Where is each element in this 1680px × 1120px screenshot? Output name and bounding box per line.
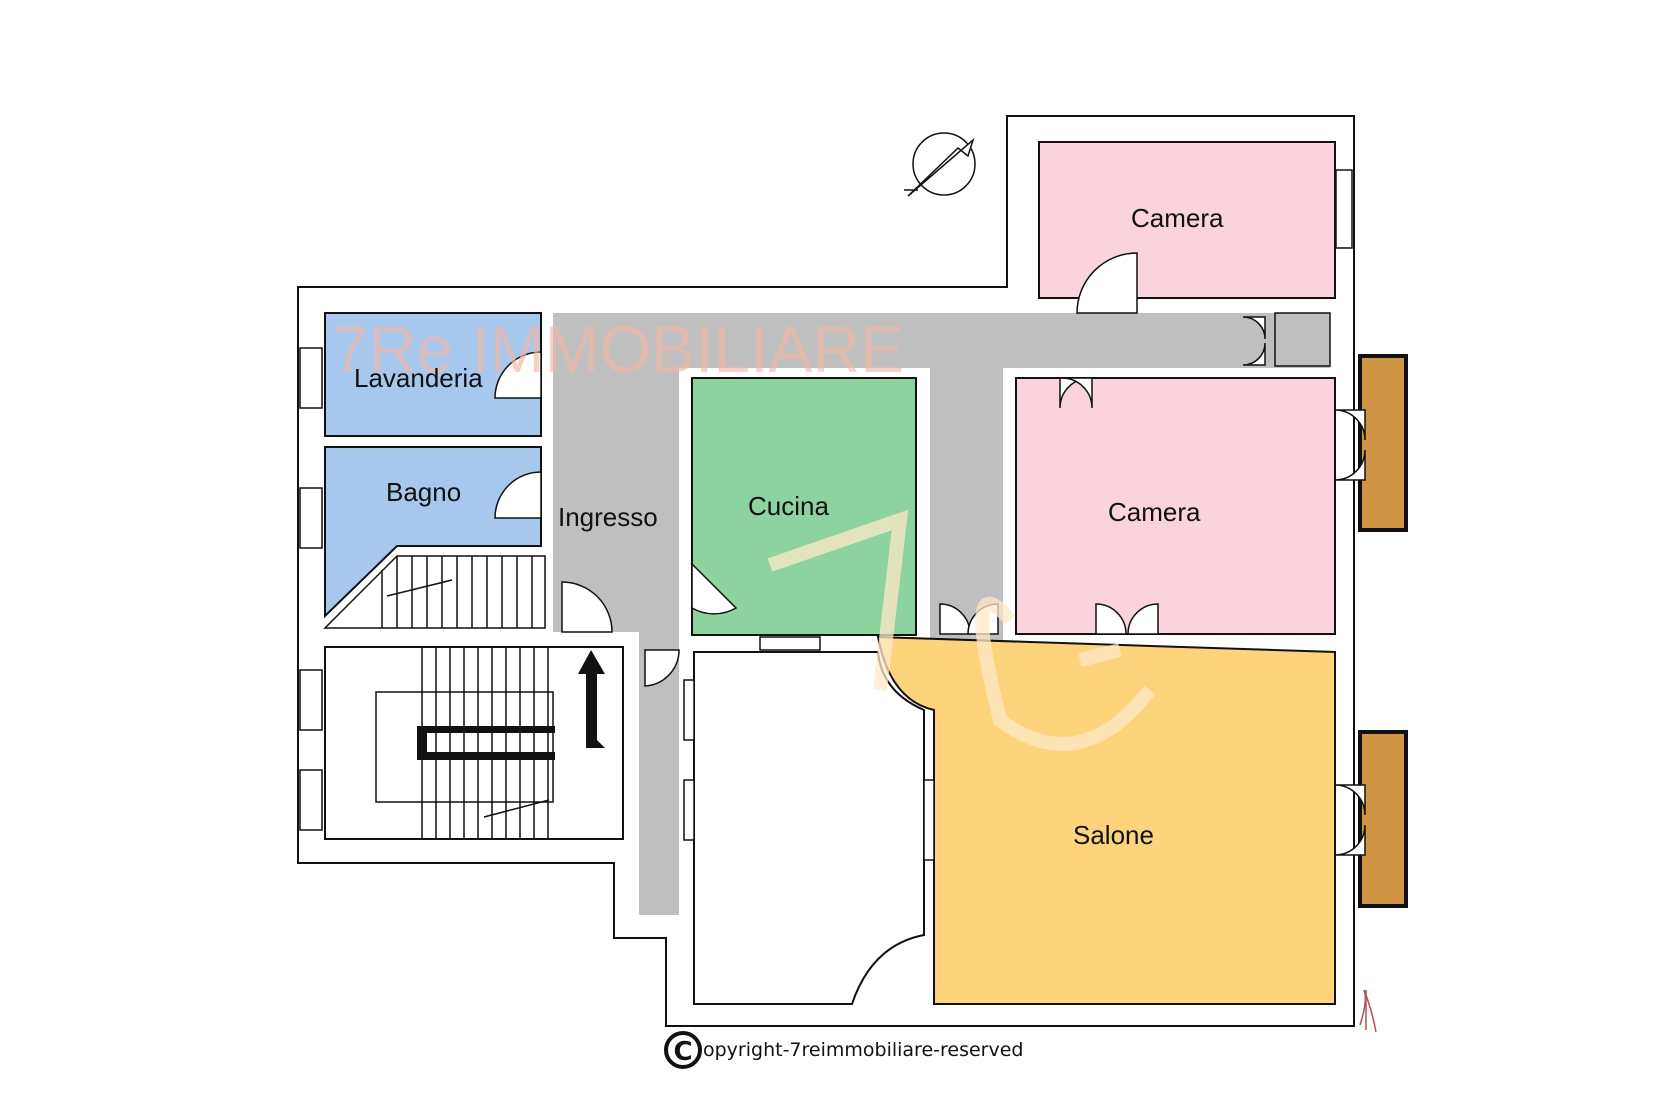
door-cucina [691, 562, 738, 615]
label-camera-mid: Camera [1108, 497, 1201, 527]
corridor-area [553, 313, 1330, 915]
stairwell [324, 646, 624, 840]
copyright-text: opyright-7reimmobiliare-reserved [703, 1039, 1023, 1061]
room-camera-top [1038, 141, 1336, 299]
door-closet-b [1242, 342, 1266, 366]
label-bagno: Bagno [386, 477, 461, 507]
label-salone: Salone [1073, 820, 1154, 850]
balcony-upper [1358, 354, 1408, 532]
door-window-lower-a [1334, 784, 1366, 816]
label-cucina: Cucina [748, 491, 829, 521]
upper-stairs [323, 555, 546, 629]
watermark-text: 7Re IMMOBILIARE [332, 312, 904, 386]
door-bagno [494, 471, 542, 519]
label-ingresso: Ingresso [558, 502, 658, 532]
door-salone-left [1095, 603, 1127, 635]
room-camera-mid [1015, 377, 1336, 635]
balcony-lower [1358, 730, 1408, 908]
copyright-icon: C [664, 1031, 702, 1069]
stair-arrow-icon [578, 650, 605, 748]
room-cucina [691, 377, 917, 636]
door-stair-corridor [644, 649, 680, 687]
copyright-symbol: C [673, 1037, 692, 1067]
door-camera-top [1076, 252, 1138, 314]
door-window-upper-b [1334, 449, 1366, 481]
label-lavanderia: Lavanderia [354, 363, 483, 393]
door-ingresso [561, 581, 613, 633]
stair-landing-bar [417, 726, 555, 760]
watermark-monogram [767, 509, 1156, 751]
door-camera-mid-right [1061, 377, 1093, 409]
compass-icon [904, 132, 976, 197]
room-bagno [324, 446, 542, 619]
door-window-lower-b [1334, 824, 1366, 856]
corridor-closet [1274, 312, 1331, 367]
door-salone-right [1127, 603, 1159, 635]
windows [299, 169, 1353, 861]
label-camera-top: Camera [1131, 203, 1224, 233]
door-window-upper-a [1334, 409, 1366, 441]
doors [494, 252, 1366, 856]
door-closet-a [1242, 316, 1266, 340]
logo-mark [1359, 989, 1377, 1033]
door-lavanderia [494, 351, 542, 399]
